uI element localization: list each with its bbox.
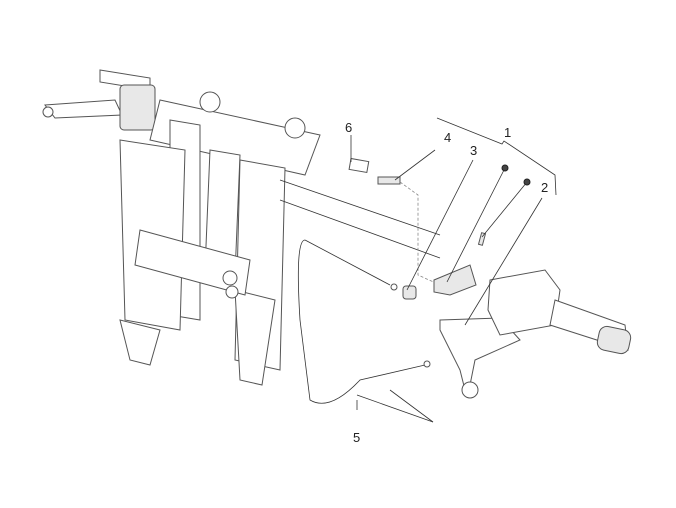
handlebar-grip [596, 325, 632, 355]
callout-6: 6 [345, 120, 353, 135]
part-4-switch [377, 176, 401, 185]
part-3-bushing [402, 285, 417, 300]
group-bracket [436, 117, 557, 196]
callout-5: 5 [353, 430, 361, 445]
callout-1: 1 [504, 125, 512, 140]
clutch-cable [297, 239, 431, 404]
callout-2: 2 [541, 180, 549, 195]
callout-4: 4 [444, 130, 452, 145]
fork-assembly [42, 69, 441, 386]
lever-bracket [433, 264, 477, 296]
part-6 [348, 157, 370, 174]
switch-housing [487, 269, 561, 336]
callout-3: 3 [470, 143, 478, 158]
